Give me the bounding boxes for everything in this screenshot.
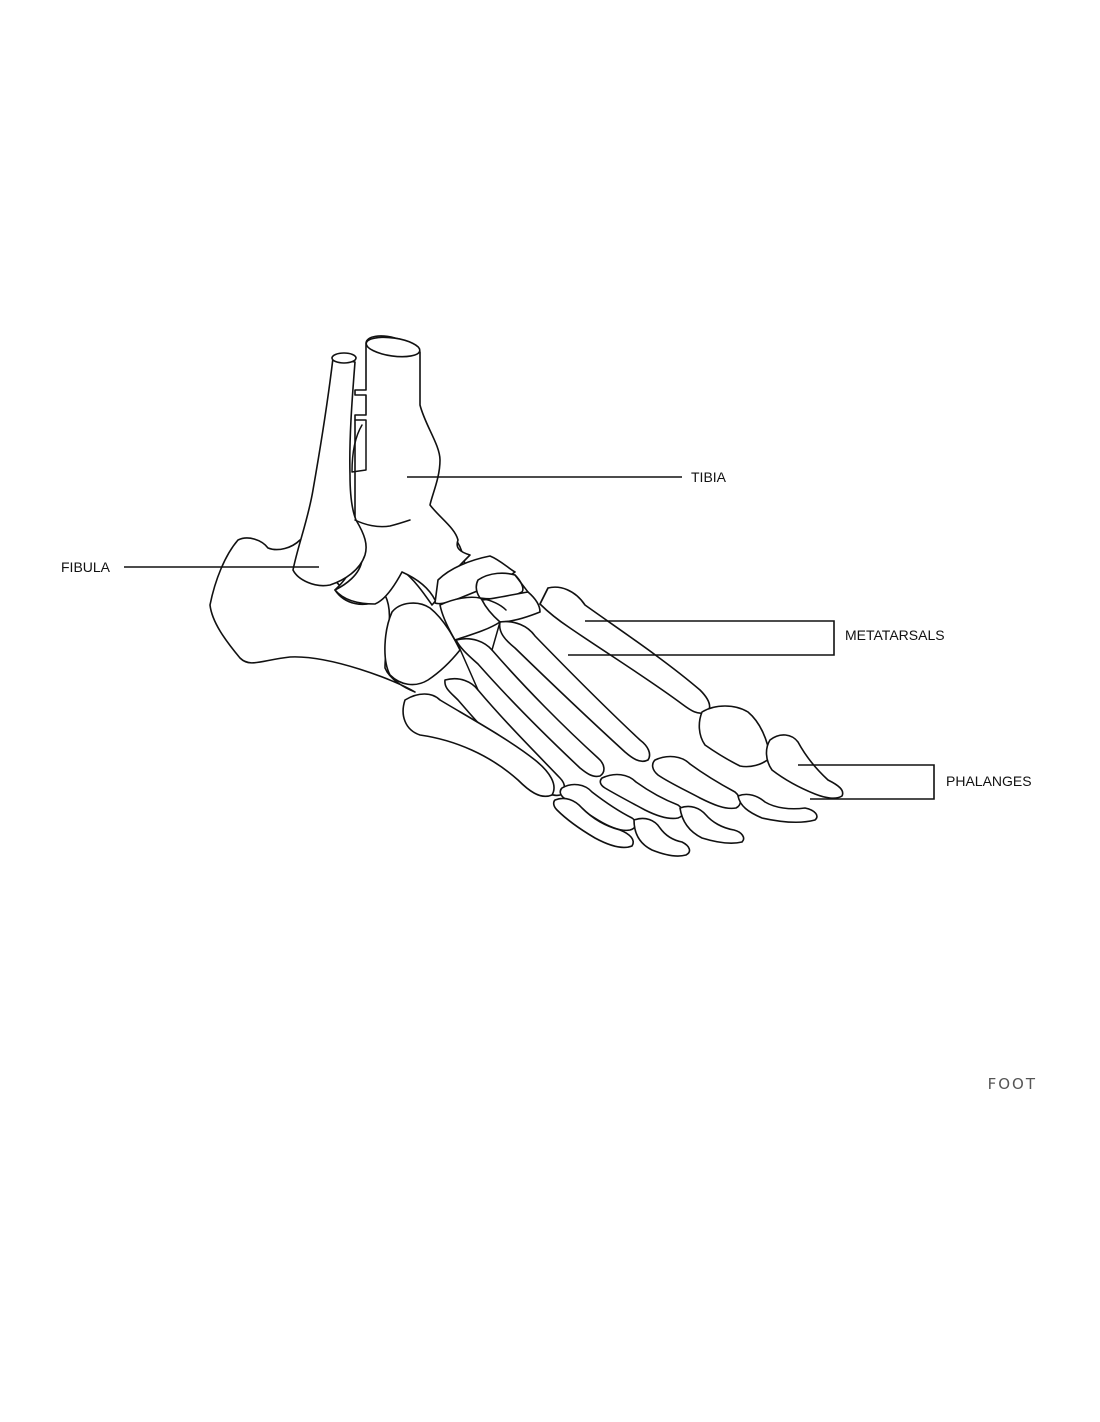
metatarsal-bone-2 [498, 620, 651, 763]
phalanx-bone-toe3-proximal [599, 773, 684, 820]
tibia-shaft-top [365, 336, 421, 358]
phalanx-bone-toe4-distal [633, 817, 691, 857]
phalanx-bone-big-toe-proximal [698, 705, 771, 768]
phalanx-bone-toe2-proximal [651, 755, 742, 810]
cuneiform-bone-1 [475, 572, 524, 600]
phalanx-bone-big-toe-distal [765, 734, 844, 799]
fibula-label: FIBULA [61, 559, 111, 575]
cuneiform-bone-3 [481, 591, 541, 623]
metatarsals-bracket [568, 620, 835, 656]
tibia-label: TIBIA [691, 469, 727, 485]
fibula-bone [292, 357, 367, 587]
phalanx-bone-toe3-distal [679, 805, 745, 845]
phalanges-bracket [798, 764, 935, 800]
midfoot-seam [479, 574, 529, 611]
metatarsals-label: METATARSALS [845, 627, 945, 643]
metatarsal-bone-3 [455, 637, 605, 778]
calcaneus-bone [209, 537, 416, 693]
fibula-shaft-top [331, 352, 357, 364]
diagram-caption: FOOT [988, 1075, 1037, 1093]
phalanx-bone-toe5 [552, 797, 635, 849]
metatarsal-base-seam [455, 587, 549, 691]
fibula-notch [351, 419, 367, 473]
phalanges-label: PHALANGES [946, 773, 1032, 789]
foot-illustration [209, 335, 844, 857]
talus-seam [354, 519, 411, 528]
phalanx-bone-toe2-distal [737, 793, 818, 823]
cuboid-bone [384, 602, 461, 686]
metatarsal-bone-5 [402, 693, 555, 798]
